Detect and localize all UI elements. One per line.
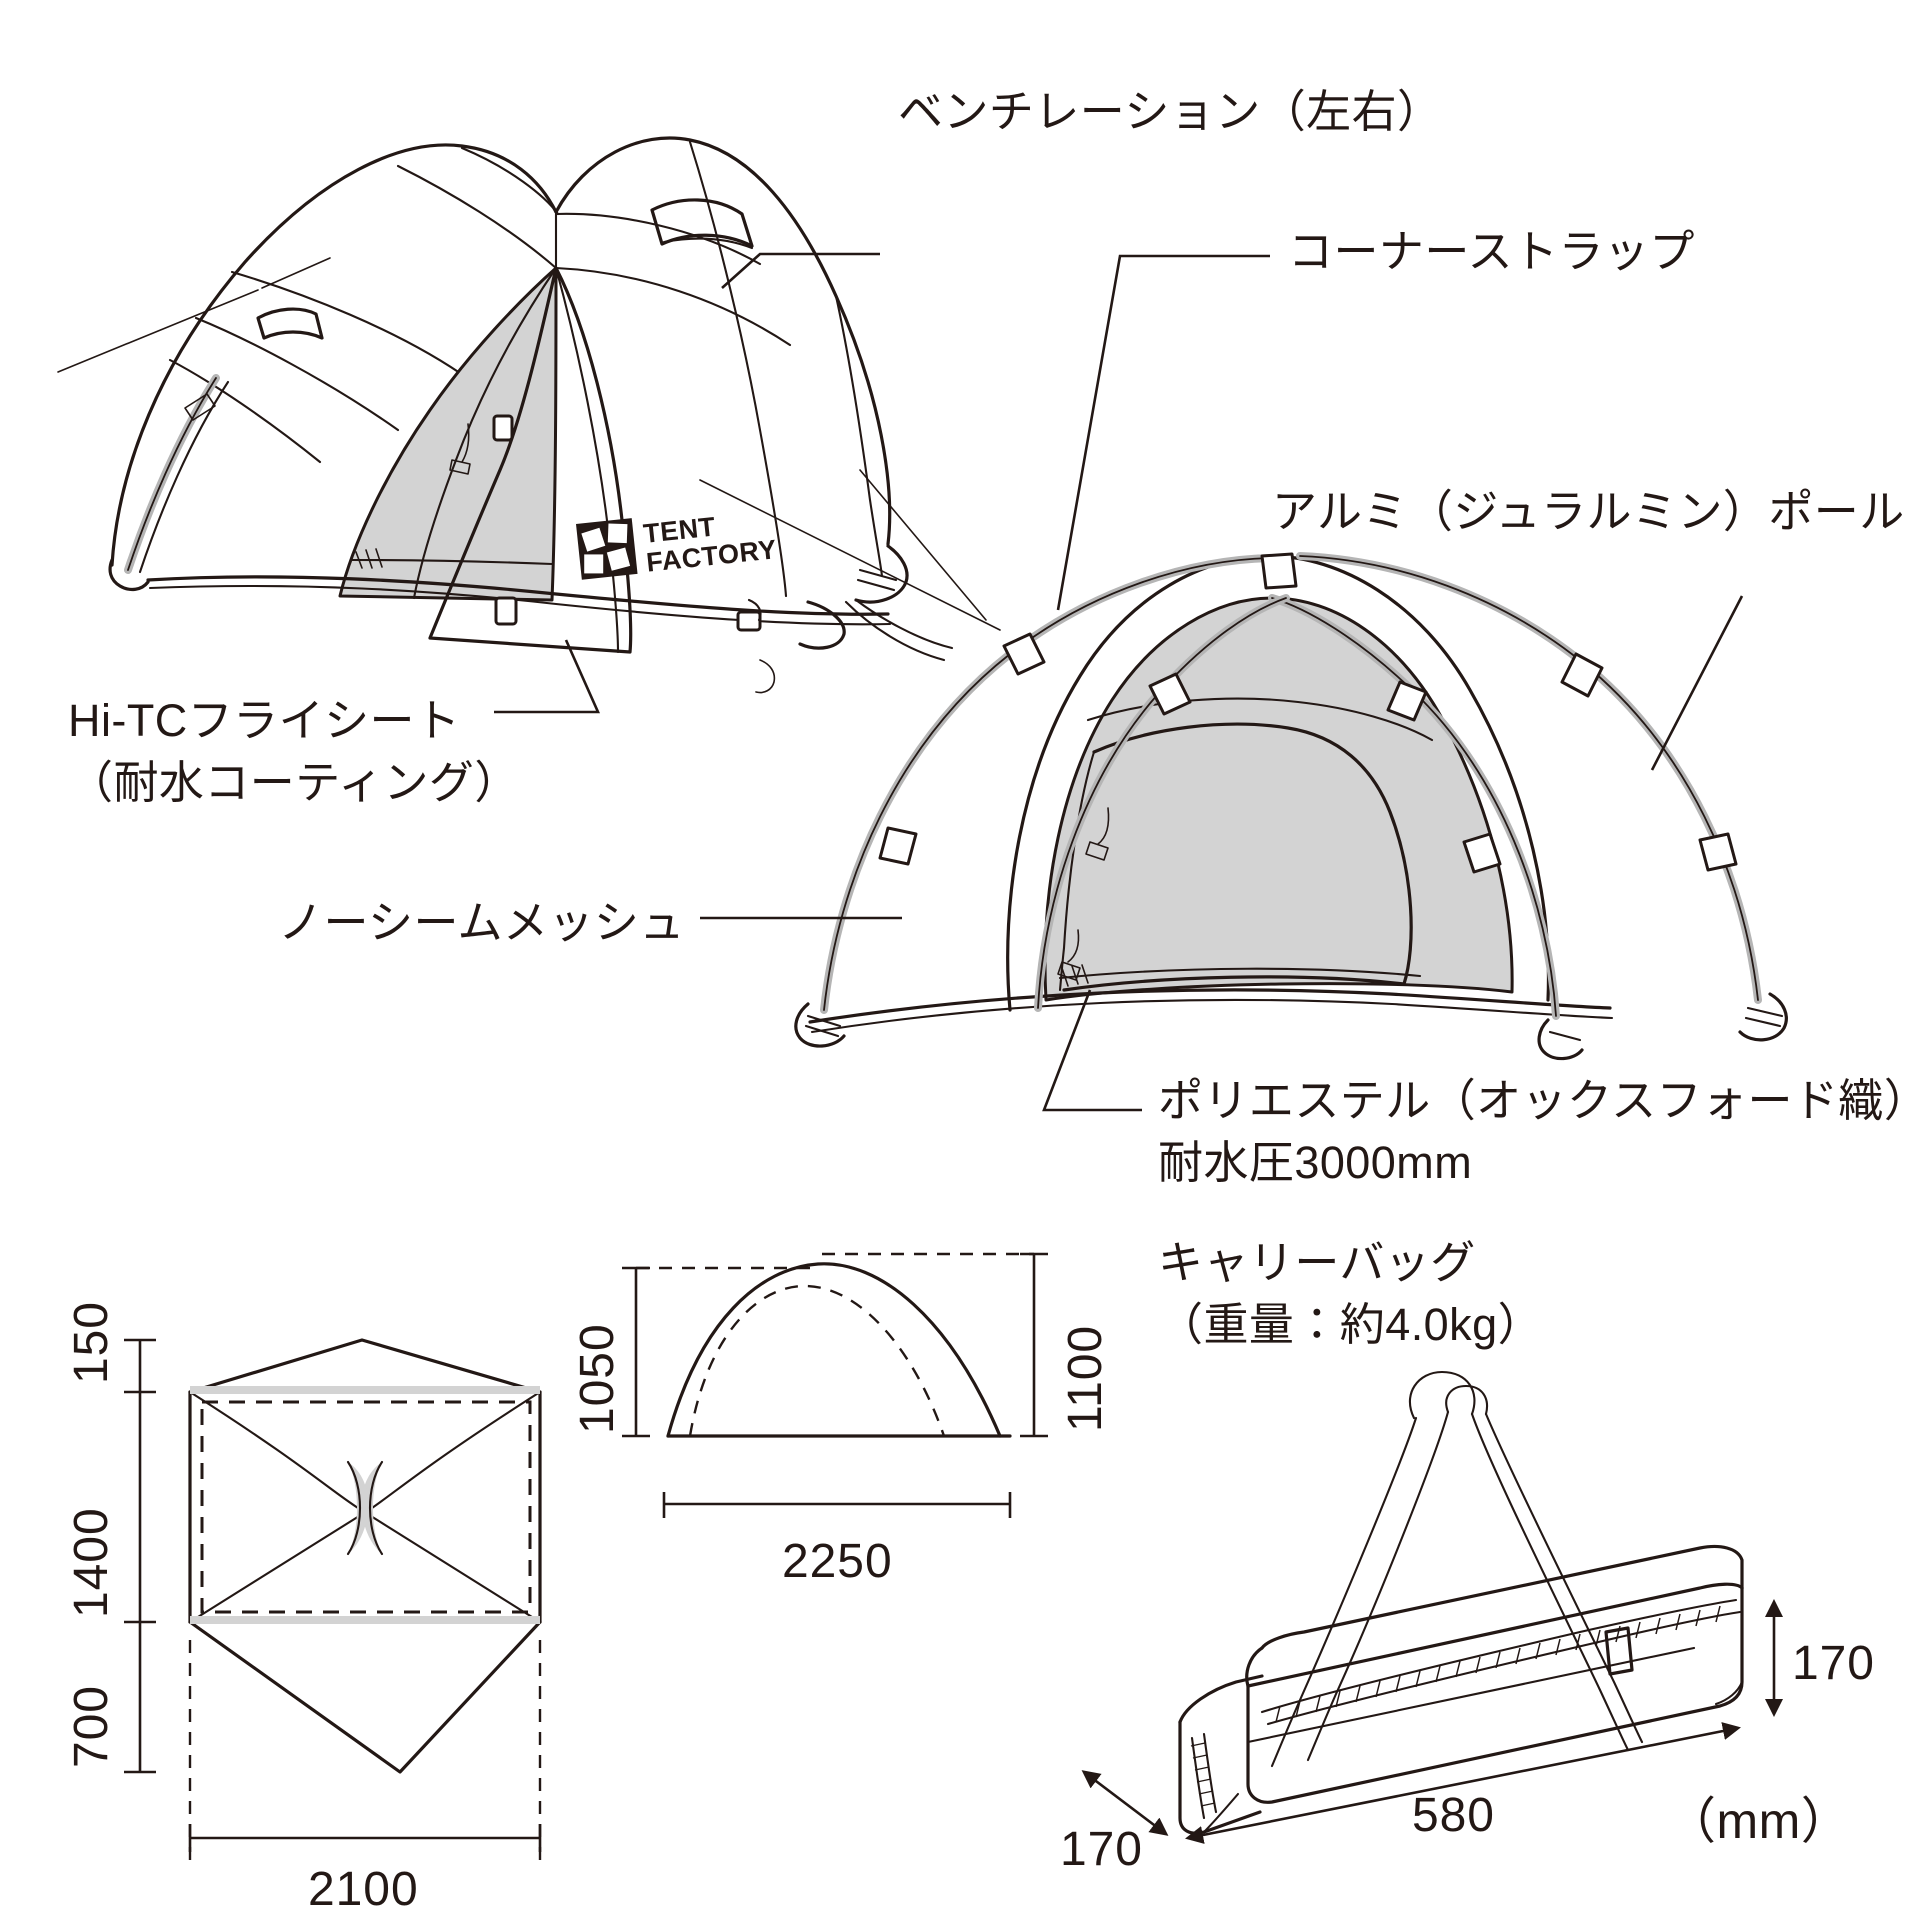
- arrow-depth-170: [1081, 1770, 1169, 1836]
- carrybag-dimension-arrows: [1081, 1598, 1784, 1844]
- leader-aluminum-pole: [1650, 595, 1744, 771]
- callout-corner-strap: コーナーストラップ: [1288, 226, 1695, 277]
- dim-inner-depth-1400: 1400: [65, 1507, 118, 1618]
- pole-clips: [878, 552, 1738, 874]
- unit-note: （mm）: [1666, 1793, 1852, 1849]
- sideview-drawing: [622, 1252, 1048, 1518]
- callout-carry-bag: キャリーバッグ （重量：約4.0kg）: [1158, 1232, 1543, 1356]
- tent-flysheet-illustration: [57, 136, 1001, 694]
- callout-leader-lines: [494, 252, 1744, 1112]
- dim-floorplan-width-2100: 2100: [308, 1863, 419, 1916]
- dim-vestibule-front-150: 150: [65, 1301, 118, 1384]
- callout-polyester: ポリエステル（オックスフォード織） 耐水圧3000mm: [1158, 1070, 1920, 1194]
- dim-vestibule-rear-700: 700: [65, 1685, 118, 1768]
- callout-polyester-line2: 耐水圧3000mm: [1158, 1137, 1473, 1189]
- callout-no-seeum-mesh: ノーシームメッシュ: [278, 897, 685, 948]
- dim-bag-length-580: 580: [1412, 1789, 1495, 1842]
- tent-factory-logo: TENT FACTORY: [576, 512, 778, 580]
- callout-flysheet: Hi-TCフライシート （耐水コーティング）: [68, 690, 520, 814]
- leader-corner-strap: [1056, 254, 1270, 611]
- tent-inner-illustration: [794, 552, 1788, 1061]
- dim-bag-height-170: 170: [1792, 1637, 1875, 1690]
- callout-ventilation: ベンチレーション（左右）: [898, 86, 1443, 137]
- carry-bag-illustration: [1178, 1370, 1744, 1835]
- leader-polyester: [1042, 989, 1142, 1112]
- callout-carry-bag-line2: （重量：約4.0kg）: [1158, 1299, 1544, 1351]
- leader-ventilation: [721, 252, 880, 289]
- callout-carry-bag-line1: キャリーバッグ: [1158, 1237, 1476, 1288]
- callout-flysheet-line2: （耐水コーティング）: [68, 757, 520, 809]
- dim-fly-height-1100: 1100: [1059, 1324, 1112, 1432]
- leader-flysheet: [494, 639, 601, 714]
- dim-sideview-length-2250: 2250: [782, 1535, 893, 1588]
- arrow-length-580: [1185, 1722, 1741, 1844]
- callout-flysheet-line1: Hi-TCフライシート: [68, 695, 461, 746]
- floorplan-drawing: [124, 1338, 542, 1868]
- callout-aluminum-pole: アルミ（ジュラルミン）ポール: [1272, 486, 1905, 537]
- callout-polyester-line1: ポリエステル（オックスフォード織）: [1158, 1075, 1920, 1126]
- dim-bag-depth-170: 170: [1060, 1823, 1143, 1876]
- dim-inner-height-1050: 1050: [571, 1323, 624, 1434]
